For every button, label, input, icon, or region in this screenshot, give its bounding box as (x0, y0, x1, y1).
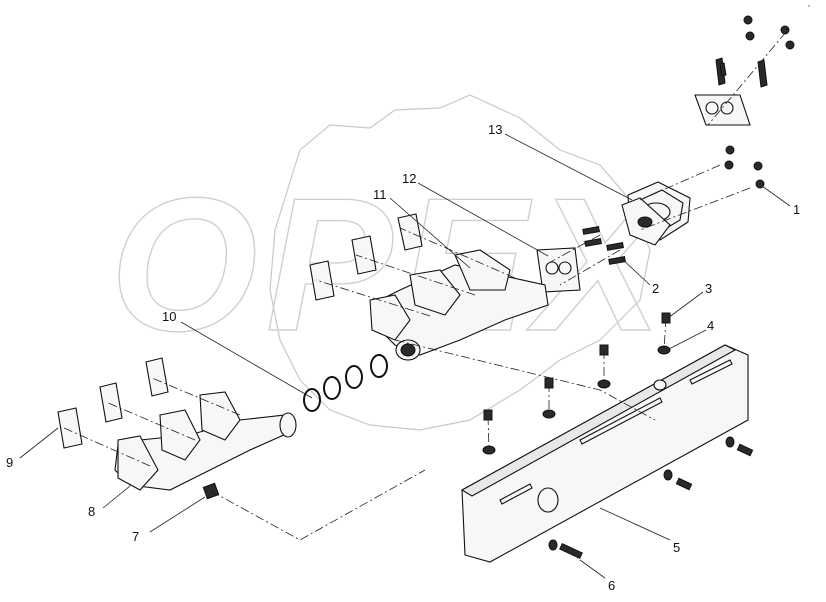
center-lines (63, 31, 787, 541)
turbo-adapter (621, 181, 691, 246)
port-gaskets-rear (309, 213, 423, 301)
callout-2: 2 (652, 281, 659, 296)
rear-exhaust-manifold (369, 249, 549, 361)
top-gasket (694, 94, 751, 126)
callout-8: 8 (88, 504, 95, 519)
watermark-gear (269, 94, 651, 431)
front-exhaust-manifold (114, 391, 297, 500)
heat-shield (460, 344, 749, 563)
corner-code: # (808, 3, 811, 8)
callout-4: 4 (707, 318, 714, 333)
callout-6: 6 (608, 578, 615, 593)
o-rings (303, 354, 388, 412)
leader-lines (19, 133, 791, 579)
nut-set-top (724, 15, 795, 189)
callout-10: 10 (162, 309, 176, 324)
callout-7: 7 (132, 529, 139, 544)
studs-top (715, 57, 768, 88)
callout-12: 12 (402, 171, 416, 186)
callout-labels: 1 2 3 4 5 6 7 8 9 10 11 12 13 (6, 122, 800, 593)
gasket-item-12 (536, 247, 581, 293)
bolts-bottom (548, 436, 754, 560)
callout-13: 13 (488, 122, 502, 137)
callout-9: 9 (6, 455, 13, 470)
port-gaskets-front (57, 357, 169, 449)
callout-1: 1 (793, 202, 800, 217)
callout-5: 5 (673, 540, 680, 555)
callout-11: 11 (373, 187, 387, 202)
watermark: OPEX (109, 94, 665, 431)
callout-3: 3 (705, 281, 712, 296)
